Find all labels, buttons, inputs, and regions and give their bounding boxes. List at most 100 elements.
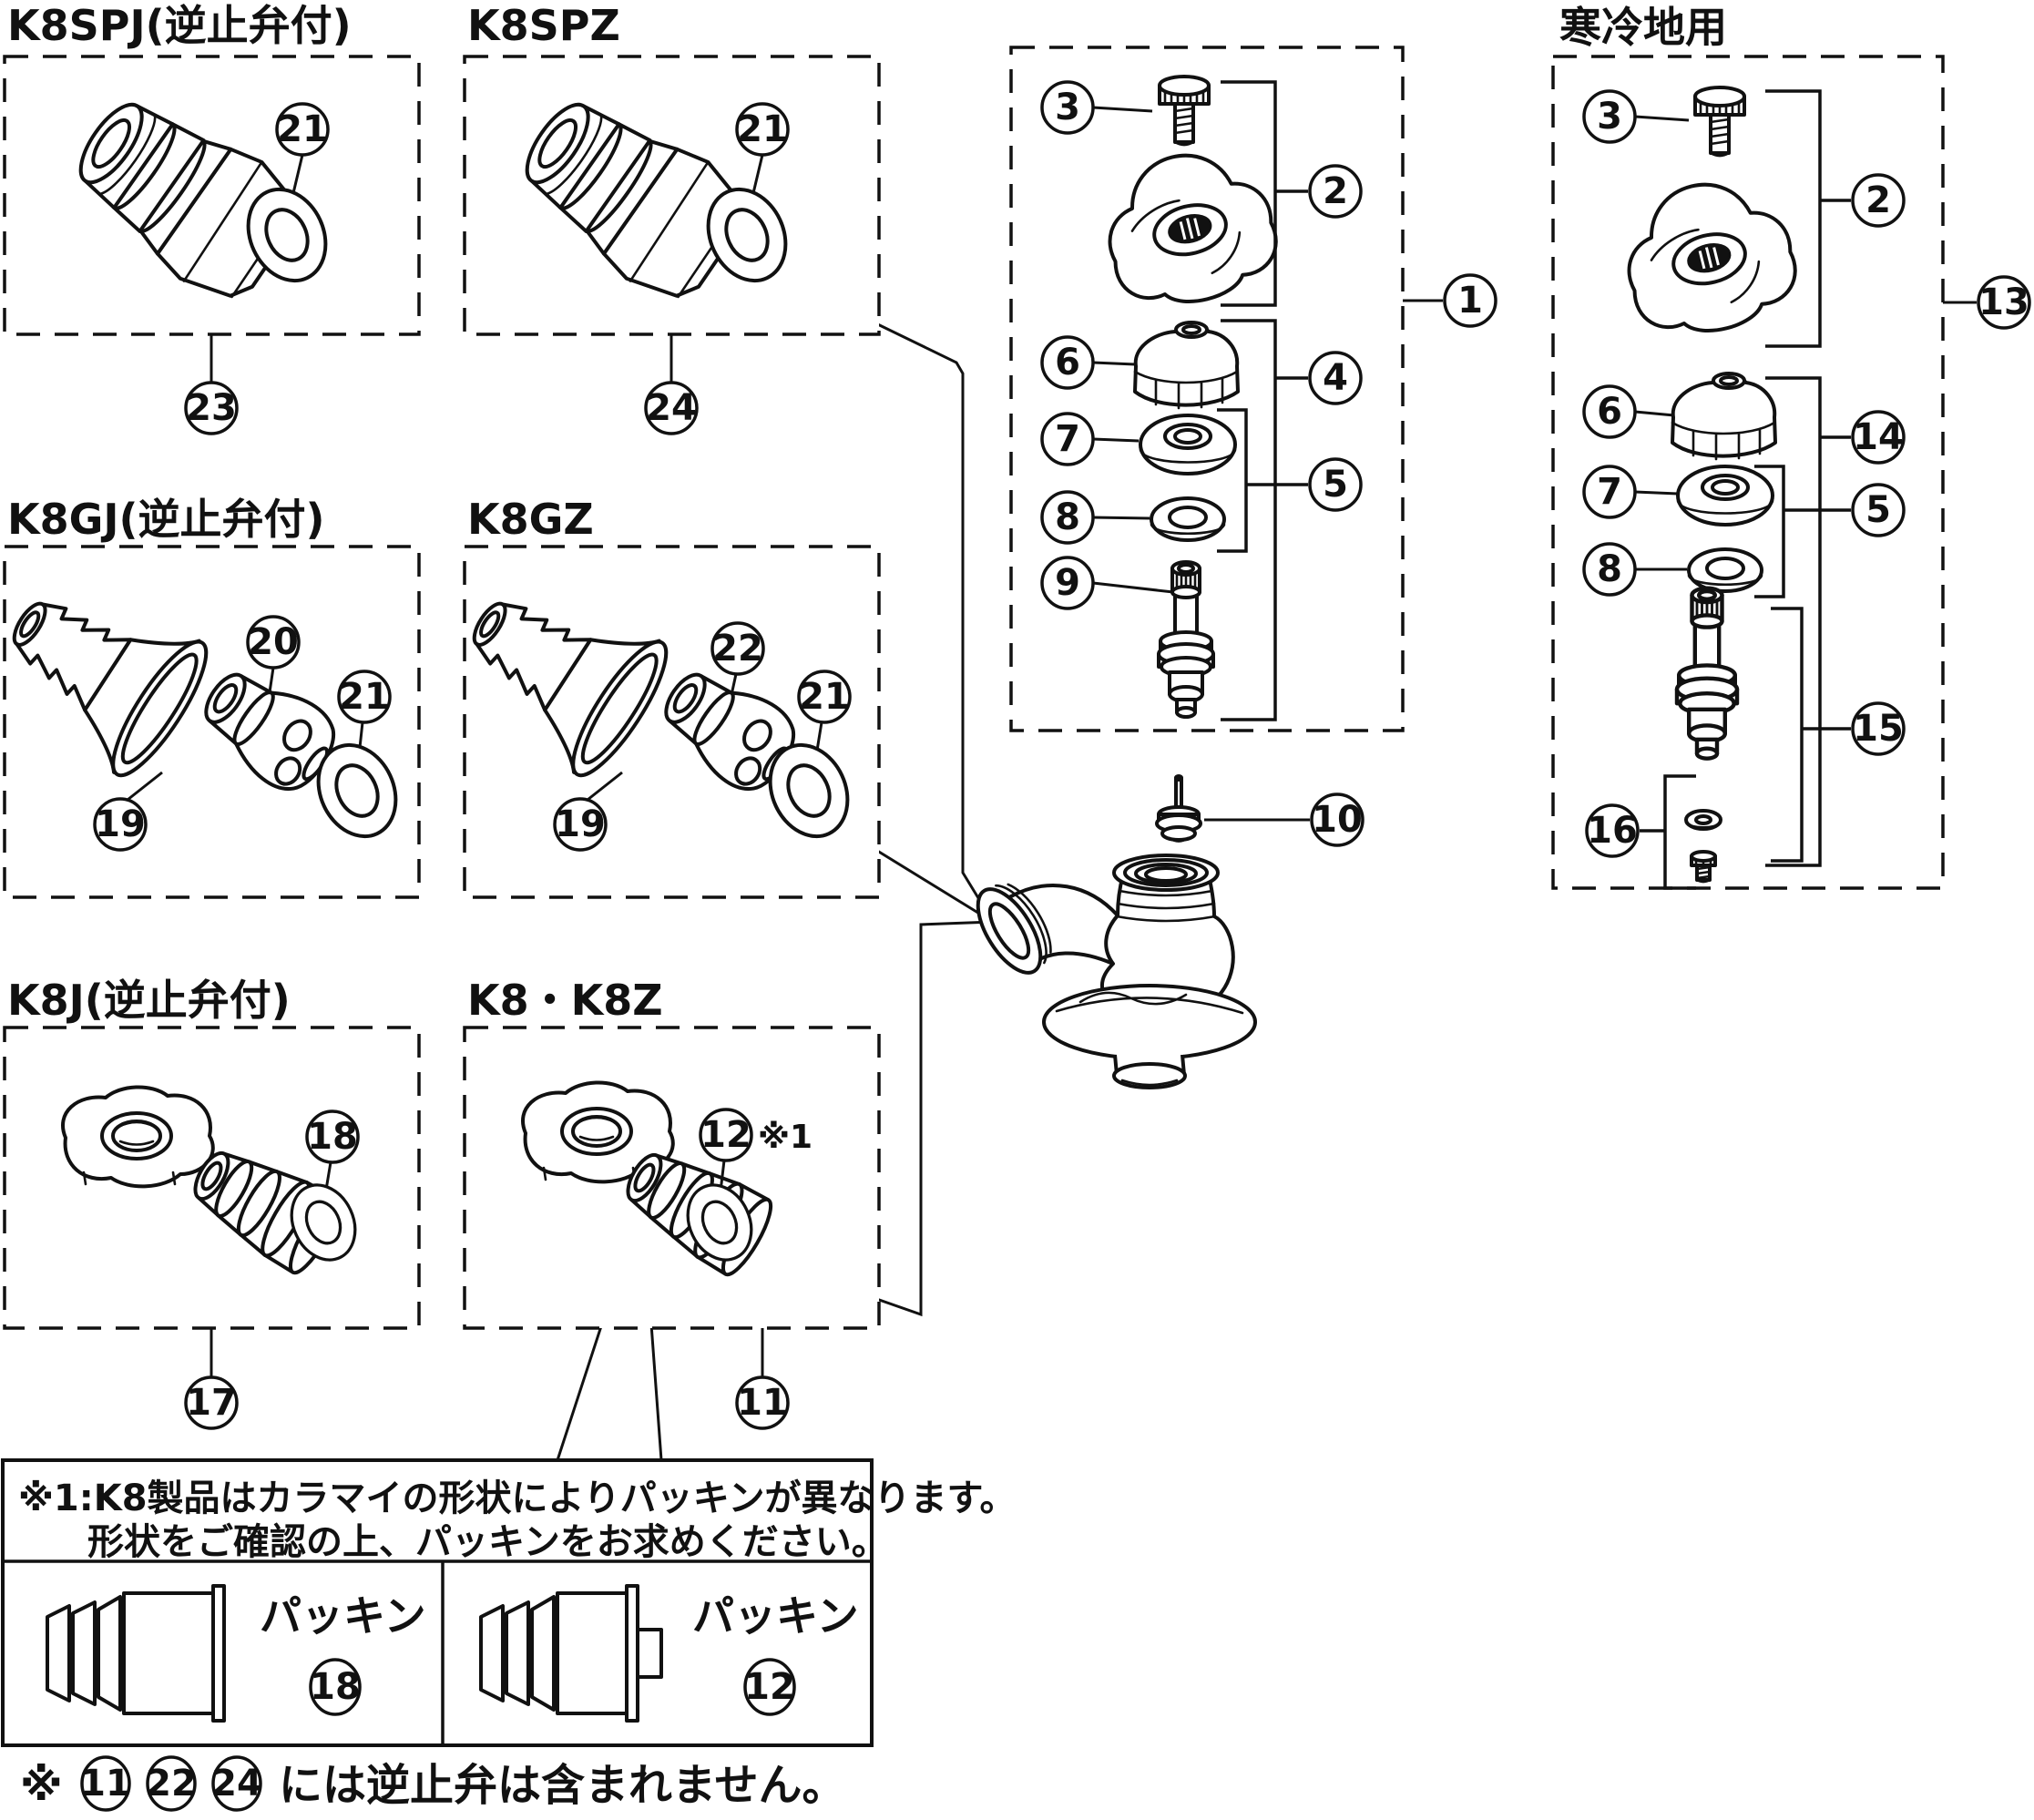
part-illustration-faucet-body (976, 854, 1257, 1089)
callout-12: 12 (743, 1658, 796, 1716)
callout-13: 13 (1977, 275, 2031, 330)
callout-9: 9 (1040, 556, 1095, 610)
callout-17: 17 (184, 1375, 239, 1430)
part-illustration-wingnut (61, 1085, 215, 1189)
part-10-group: 10 (1155, 774, 1365, 847)
callout-3: 3 (1582, 89, 1637, 144)
callout-7: 7 (1582, 465, 1637, 519)
callout-18: 18 (309, 1658, 362, 1716)
svg-text:17: 17 (186, 1382, 237, 1424)
svg-text:23: 23 (186, 387, 237, 429)
note-line-2: 形状をご確認の上、パッキンをお求めください。 (87, 1521, 888, 1563)
packing-18-panel: パッキン 18 (46, 1584, 426, 1723)
callout-20: 20 (246, 615, 301, 670)
callout-4: 4 (1308, 351, 1363, 405)
callout-19: 19 (553, 797, 608, 852)
svg-text:14: 14 (1853, 416, 1904, 458)
callout-10: 10 (1310, 792, 1365, 847)
product-box-k8gj: K8GJ(逆止弁付) 19 20 21 (0, 495, 421, 899)
callout-5: 5 (1308, 457, 1363, 512)
product-label-k8gz: K8GZ (467, 495, 594, 544)
svg-text:24: 24 (211, 1763, 262, 1805)
product-box-k8spz: K8SPZ 21 24 (463, 1, 881, 435)
svg-text:19: 19 (95, 803, 146, 845)
callout-21: 21 (337, 670, 392, 724)
svg-text:11: 11 (737, 1382, 788, 1424)
product-label-k8gj: K8GJ(逆止弁付) (7, 495, 325, 544)
svg-text:9: 9 (1055, 562, 1080, 604)
callout-8: 8 (1040, 490, 1095, 545)
footer-note: ※ 11 22 24 には逆止弁は含まれません。 (20, 1755, 846, 1812)
callout-8: 8 (1582, 542, 1637, 597)
svg-text:21: 21 (339, 676, 390, 718)
product-box-k8-k8z: K8・K8Z 12 ※1 11 (463, 976, 881, 1430)
svg-text:15: 15 (1853, 708, 1904, 750)
callout-14: 14 (1851, 410, 1906, 465)
callout-3: 3 (1040, 80, 1095, 135)
svg-text:5: 5 (1865, 489, 1891, 531)
svg-text:6: 6 (1055, 342, 1080, 383)
svg-text:22: 22 (712, 628, 763, 670)
svg-text:8: 8 (1597, 548, 1622, 590)
callout-2: 2 (1851, 173, 1906, 228)
svg-text:4: 4 (1323, 357, 1348, 399)
part-illustration-washer-8 (1687, 547, 1763, 593)
callout-15: 15 (1851, 701, 1906, 756)
svg-text:2: 2 (1323, 170, 1348, 212)
svg-text:2: 2 (1865, 179, 1891, 221)
svg-text:3: 3 (1597, 96, 1622, 138)
footer-mark: ※ (20, 1760, 63, 1811)
svg-text:11: 11 (80, 1763, 131, 1805)
callout-19: 19 (93, 797, 148, 852)
svg-text:16: 16 (1587, 810, 1638, 852)
product-label-k8j: K8J(逆止弁付) (7, 976, 291, 1025)
part-illustration-washer-8 (1150, 496, 1226, 542)
part-illustration-barb-profile-18 (46, 1584, 226, 1723)
svg-text:12: 12 (700, 1114, 751, 1156)
part-illustration-packing-7 (1676, 465, 1774, 527)
ref-mark-1: ※1 (758, 1119, 813, 1156)
part-illustration-washer-16 (1684, 809, 1722, 831)
callout-21: 21 (275, 102, 330, 157)
svg-text:12: 12 (744, 1666, 795, 1708)
callout-21: 21 (735, 102, 790, 157)
svg-text:5: 5 (1323, 464, 1348, 506)
callout-5: 5 (1851, 483, 1906, 537)
svg-text:21: 21 (277, 108, 328, 150)
product-label-k8-k8z: K8・K8Z (467, 976, 663, 1025)
product-box-k8j: K8J(逆止弁付) 18 17 (3, 976, 421, 1430)
svg-text:7: 7 (1055, 418, 1080, 460)
callout-22: 22 (710, 621, 765, 676)
svg-text:1: 1 (1457, 280, 1483, 322)
callout-21: 21 (797, 670, 852, 724)
part-illustration-barb-profile-12 (479, 1584, 663, 1723)
svg-text:21: 21 (799, 676, 850, 718)
svg-text:20: 20 (248, 621, 299, 663)
svg-text:13: 13 (1978, 281, 2029, 323)
callout-24: 24 (211, 1755, 262, 1812)
svg-text:24: 24 (646, 387, 697, 429)
note-box: ※1:K8製品はカラマイの形状によりパッキンが異なります。 形状をご確認の上、パ… (1, 1458, 1017, 1747)
svg-text:3: 3 (1055, 87, 1080, 128)
product-label-cold-region: 寒冷地用 (1559, 3, 1727, 52)
note-line-1: ※1:K8製品はカラマイの形状によりパッキンが異なります。 (18, 1477, 1017, 1519)
callout-11: 11 (735, 1375, 790, 1430)
svg-text:22: 22 (146, 1763, 197, 1805)
svg-text:21: 21 (737, 108, 788, 150)
part-illustration-packing-7 (1139, 414, 1237, 475)
cold-region-box: 寒冷地用 3 2 13 6 14 7 8 (1551, 3, 2031, 890)
callout-2: 2 (1308, 164, 1363, 219)
callout-11: 11 (80, 1755, 131, 1812)
callout-1: 1 (1443, 273, 1497, 328)
callout-23: 23 (184, 381, 239, 435)
product-box-k8gz: K8GZ 19 22 21 (436, 495, 881, 899)
packing-label: パッキン (260, 1591, 426, 1641)
callout-6: 6 (1040, 335, 1095, 390)
svg-text:8: 8 (1055, 496, 1080, 538)
svg-text:19: 19 (555, 803, 606, 845)
packing-label: パッキン (692, 1591, 859, 1641)
part-illustration-valve-10 (1155, 774, 1202, 844)
product-box-k8spj: K8SPJ(逆止弁付) 21 23 (3, 1, 421, 435)
